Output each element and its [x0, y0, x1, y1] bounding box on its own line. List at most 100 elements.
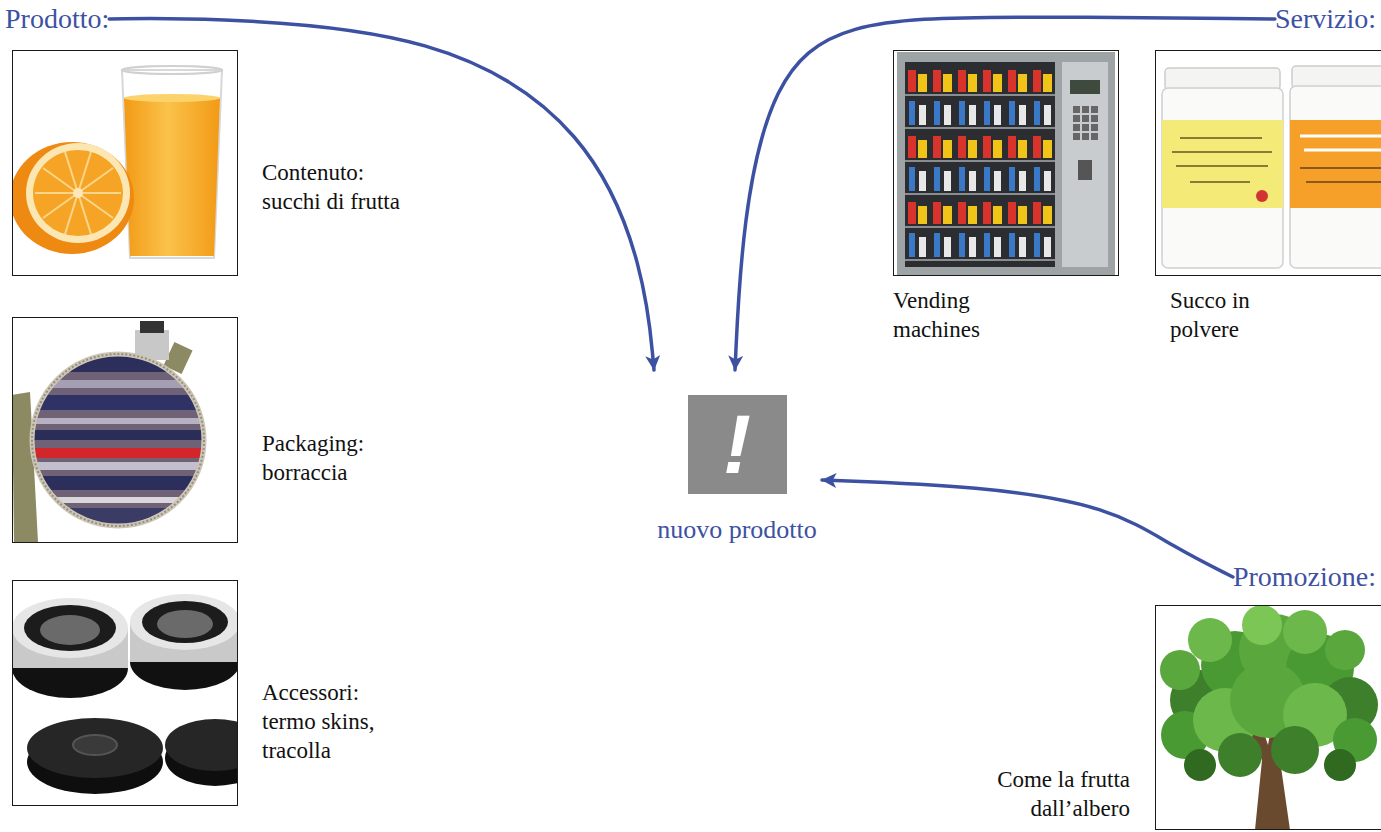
- picture-box: Succo in polvere: [1155, 50, 1381, 350]
- canteen-picture-part-part: [30, 476, 206, 490]
- lens-caps-picture-part: [130, 594, 237, 650]
- vending-machine-picture-part: [908, 227, 1052, 260]
- vending-machine-picture-part-part: [905, 259, 1055, 261]
- vending-machine-picture-part-part: [905, 127, 1055, 129]
- orange-juice-picture-part-part: [65, 193, 78, 234]
- tree-picture-part: [1188, 618, 1232, 662]
- group-heading: Prodotto:: [5, 2, 109, 36]
- picture-frame: [1155, 50, 1381, 276]
- picture-caption: Contenuto: succhi di frutta: [262, 158, 410, 216]
- group-heading-text: Prodotto:: [5, 2, 109, 36]
- powder-jars-picture-part-part: [1180, 137, 1262, 139]
- canteen-picture-part: [32, 354, 204, 526]
- canteen-picture-part-part: [30, 356, 206, 372]
- vending-machine-picture-part-part: [905, 94, 1055, 96]
- powder-jars-picture: [1162, 66, 1381, 268]
- vending-machine-picture-part: [1072, 105, 1099, 141]
- orange-juice-picture-part: [13, 142, 134, 254]
- powder-jars-picture-part: [1256, 190, 1268, 202]
- grey-square: !: [688, 395, 787, 494]
- vending-machine-picture-part: [905, 62, 1055, 267]
- orange-juice-picture-part: [26, 143, 130, 243]
- vending-machine-picture-part: [908, 95, 1052, 128]
- picture-caption: Succo in polvere: [1170, 286, 1318, 344]
- exclamation-mark: !: [688, 395, 787, 494]
- group-heading-text: Promozione:: [1233, 560, 1376, 594]
- canteen-picture-part-part: [30, 448, 206, 458]
- canteen-picture-part-part: [30, 430, 206, 440]
- orange-juice-picture-part-part: [78, 168, 113, 193]
- group-heading-text: Servizio:: [1275, 2, 1376, 36]
- canteen-picture-part-part: [30, 418, 206, 424]
- powder-jars-picture-part-part: [1190, 181, 1250, 183]
- canteen-picture-part-part: [30, 508, 206, 524]
- orange-juice-picture-part: [124, 94, 220, 102]
- tree-picture-part: [1324, 749, 1356, 781]
- powder-jars-picture-part: [1172, 138, 1272, 182]
- tree-picture-part: [1184, 749, 1216, 781]
- powder-jars-picture-part: [1300, 168, 1381, 182]
- powder-jars-picture-part-part: [1172, 151, 1272, 153]
- powder-jars-picture-part: [1162, 120, 1283, 208]
- picture-frame: [12, 580, 238, 806]
- powder-jars-picture-part: [1165, 68, 1280, 90]
- orange-juice-picture-part: [122, 70, 222, 258]
- canteen-picture-part: [30, 352, 206, 528]
- node-label: nuovo prodotto: [652, 514, 822, 546]
- vending-machine-picture: [897, 52, 1115, 275]
- powder-jars-picture-part-part: [1306, 181, 1381, 183]
- canteen-picture-part-part: [30, 395, 206, 410]
- group-heading: Promozione:: [1233, 560, 1376, 594]
- picture-caption: Vending machines: [893, 286, 1041, 344]
- picture-frame: [12, 50, 238, 276]
- orange-juice-picture-part-part: [35, 192, 78, 194]
- vending-machine-picture-part: [908, 161, 1052, 194]
- new-product-box: ! nuovo prodotto: [652, 370, 822, 550]
- picture-frame: [893, 50, 1119, 276]
- orange-juice-picture-part-part: [78, 193, 91, 234]
- orange-juice-picture-part: [124, 98, 220, 256]
- canteen-picture-part-part: [30, 462, 206, 470]
- lens-caps-picture-part: [40, 615, 100, 645]
- picture-box: Come la frutta dall’albero: [970, 605, 1381, 831]
- vending-machine-picture-part-part: [905, 160, 1055, 162]
- canteen-picture-part: [32, 354, 204, 526]
- picture-caption: Accessori: termo skins, tracolla: [262, 678, 410, 765]
- orange-juice-picture-part: [73, 188, 83, 198]
- tree-picture-part: [1242, 606, 1282, 645]
- powder-jars-picture-part: [1290, 86, 1381, 268]
- tree-picture-part: [1325, 630, 1365, 670]
- orange-juice-picture: [13, 66, 222, 258]
- lens-caps-picture-part: [24, 605, 116, 651]
- orange-juice-picture-part: [122, 66, 222, 74]
- tree-picture-part: [1160, 650, 1200, 690]
- lens-caps-picture-part: [142, 601, 228, 643]
- powder-jars-picture-part-part: [1304, 149, 1381, 152]
- orange-juice-picture-part-part: [78, 192, 121, 194]
- tree-picture-part: [1283, 610, 1327, 654]
- powder-jars-picture-part: [1162, 88, 1283, 268]
- lens-caps-picture: [13, 594, 237, 794]
- lens-caps-picture-part: [157, 610, 213, 638]
- vending-machine-picture-part-part: [905, 193, 1055, 195]
- orange-juice-picture-part-part: [78, 193, 113, 218]
- vending-machine-picture-part: [1070, 80, 1100, 94]
- orange-juice-picture-part: [35, 152, 121, 234]
- vending-machine-picture-part: [908, 128, 1052, 161]
- vending-machine-picture-part: [1062, 62, 1108, 267]
- orange-juice-picture-part-part: [65, 152, 78, 193]
- picture-frame: [12, 317, 238, 543]
- vending-machine-picture-part: [908, 62, 1052, 95]
- picture-caption: Packaging: borraccia: [262, 429, 410, 487]
- powder-jars-picture-part-part: [1300, 135, 1381, 138]
- picture-box: Vending machines: [893, 50, 1119, 350]
- picture-caption: Come la frutta dall’albero: [970, 765, 1130, 823]
- powder-jars-picture-part: [1300, 136, 1381, 150]
- orange-juice-picture-part-part: [43, 168, 78, 193]
- powder-jars-picture-part-part: [1300, 167, 1381, 169]
- group-heading: Servizio:: [1275, 2, 1376, 36]
- vending-machine-picture-part: [1078, 160, 1092, 180]
- canteen-picture: [13, 321, 206, 542]
- orange-juice-picture-part: [33, 150, 123, 236]
